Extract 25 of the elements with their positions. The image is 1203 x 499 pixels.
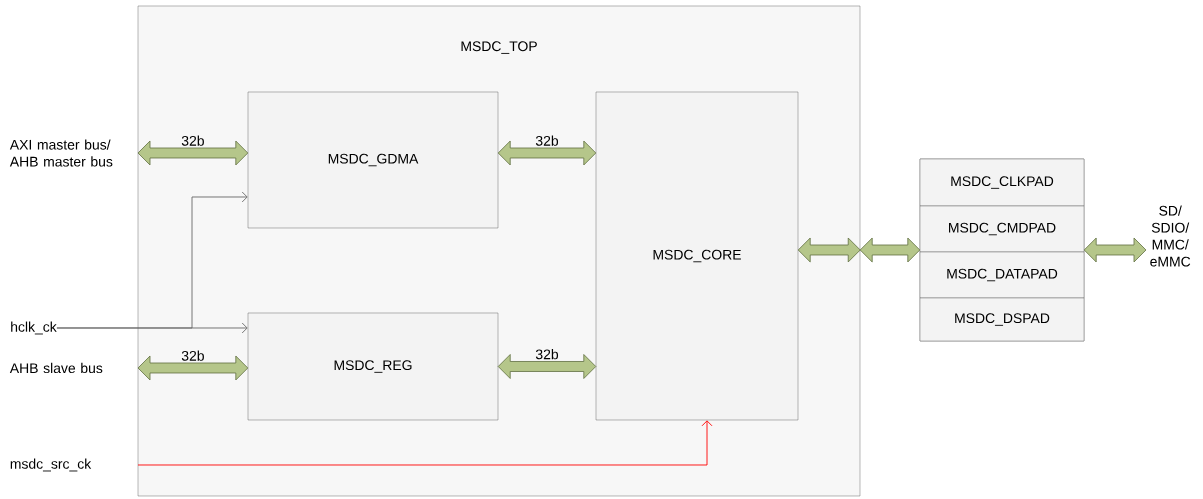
pad-box: MSDC_CMDPAD	[919, 205, 1085, 253]
edge-label: 32b	[181, 350, 204, 361]
pad-box: MSDC_DSPAD	[919, 297, 1085, 342]
signal-label: AHB slave bus	[9, 362, 103, 374]
signal-label: AXI master bus/ AHB master bus	[9, 139, 113, 167]
bus-arrow	[859, 237, 921, 263]
bus-arrow	[797, 237, 861, 263]
signal-label: SD/ SDIO/ MMC/ eMMC	[1150, 205, 1191, 267]
block-box: MSDC_CORE	[595, 91, 799, 421]
bus-arrow	[137, 140, 249, 166]
bus-arrow	[497, 140, 597, 166]
signal-arrow	[56, 322, 248, 334]
pad-box: MSDC_DATAPAD	[919, 251, 1085, 299]
signal-arrow	[137, 420, 713, 466]
bus-arrow	[1083, 237, 1147, 263]
pad-box: MSDC_CLKPAD	[919, 158, 1085, 207]
edge-label: 32b	[535, 135, 559, 146]
edge-label: 32b	[535, 349, 559, 360]
signal-label: hclk_ck	[11, 321, 57, 335]
bus-arrow	[137, 355, 249, 381]
edge-label: 32b	[181, 135, 204, 146]
bus-arrow	[497, 354, 597, 379]
signal-label: msdc_src_ck	[10, 458, 92, 472]
block-box: MSDC_REG	[247, 312, 499, 421]
block-box: MSDC_GDMA	[247, 91, 499, 229]
